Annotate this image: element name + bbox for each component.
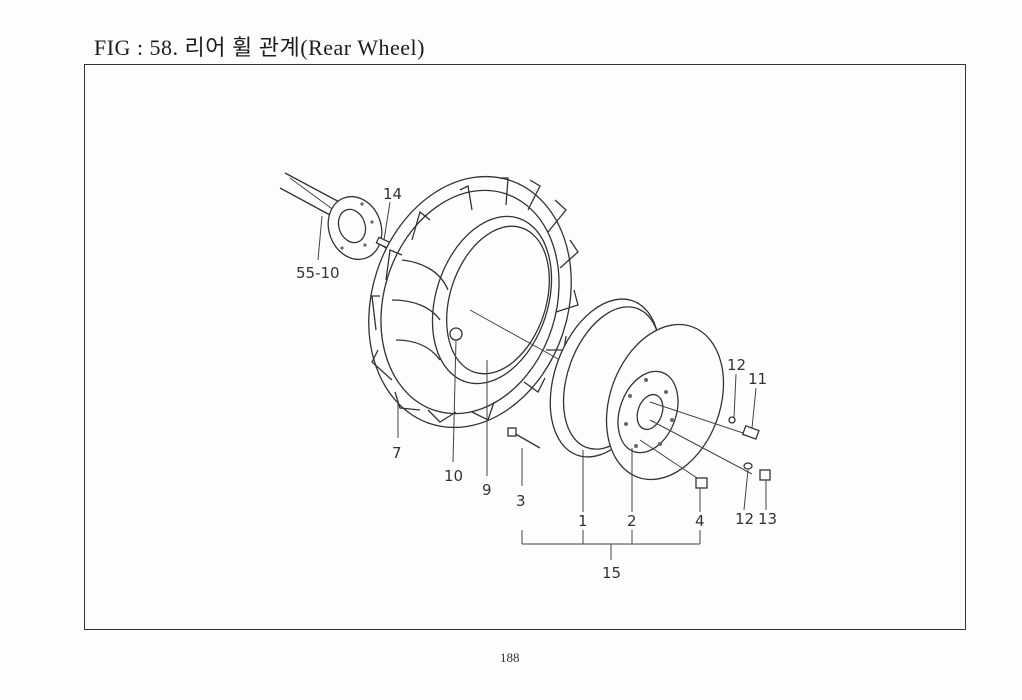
callout-10: 10 bbox=[444, 467, 463, 485]
callout-14: 14 bbox=[383, 185, 402, 203]
figure-title: FIG : 58. 리어 휠 관계(Rear Wheel) bbox=[94, 35, 425, 60]
callout-12-bottom: 12 bbox=[735, 510, 754, 528]
fasteners bbox=[639, 401, 771, 489]
callout-55-10: 55-10 bbox=[296, 264, 340, 282]
callout-12-top: 12 bbox=[727, 356, 746, 374]
callout-11: 11 bbox=[748, 370, 767, 388]
callout-13: 13 bbox=[758, 510, 777, 528]
tire bbox=[368, 175, 579, 429]
callout-3: 3 bbox=[516, 492, 526, 510]
hub-flange bbox=[327, 195, 383, 261]
wheel-rim bbox=[549, 298, 725, 481]
callout-9: 9 bbox=[482, 481, 492, 499]
diagram-frame bbox=[84, 64, 966, 630]
page-number: 188 bbox=[500, 650, 520, 665]
leader-lines bbox=[317, 201, 767, 560]
rim-bolt bbox=[507, 427, 541, 449]
callout-15: 15 bbox=[602, 564, 621, 582]
callout-4: 4 bbox=[695, 512, 705, 530]
callout-1: 1 bbox=[578, 512, 588, 530]
callout-7: 7 bbox=[392, 444, 402, 462]
callout-2: 2 bbox=[627, 512, 637, 530]
